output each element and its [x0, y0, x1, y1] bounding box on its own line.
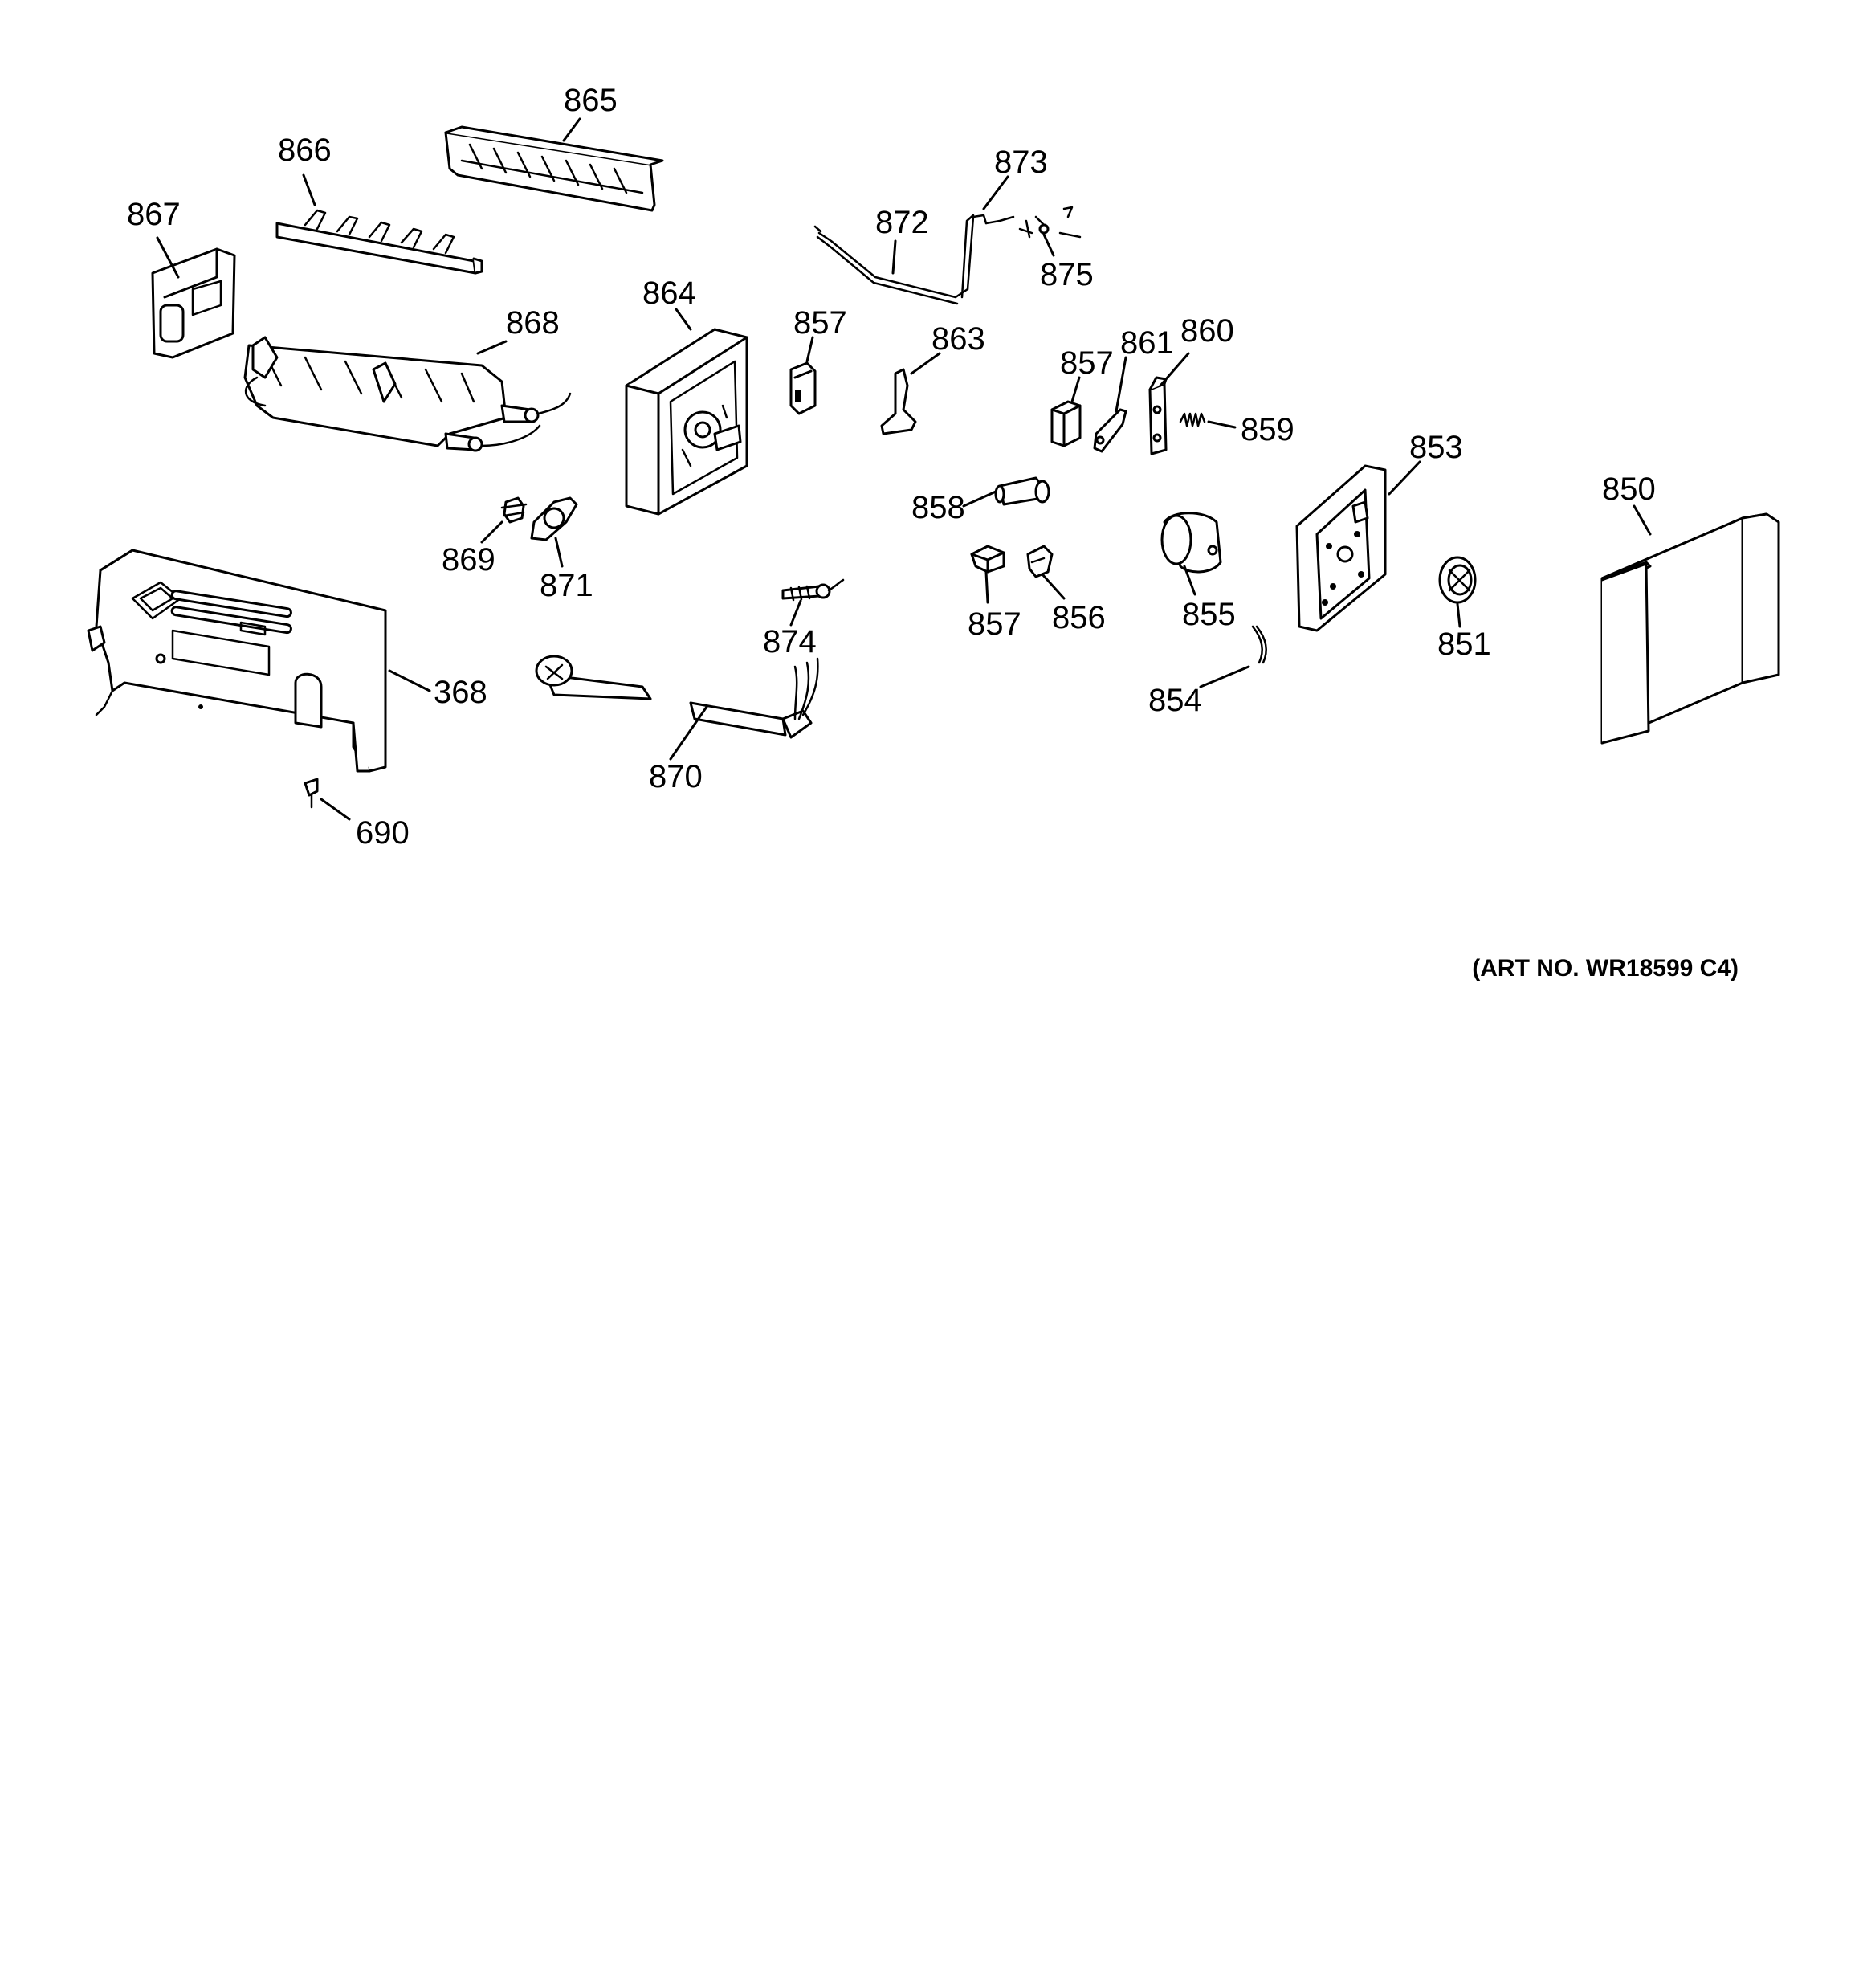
label-869: 869 [442, 542, 495, 578]
label-863: 863 [932, 321, 985, 357]
label-875: 875 [1040, 257, 1094, 292]
label-857a: 857 [793, 305, 847, 341]
label-866: 866 [278, 133, 332, 168]
label-860: 860 [1180, 313, 1234, 349]
part-872-drawing [813, 225, 969, 305]
part-855-drawing [1160, 512, 1222, 574]
label-368: 368 [434, 675, 487, 710]
part-871-drawing [530, 496, 578, 541]
label-851: 851 [1437, 627, 1491, 662]
part-873-drawing [960, 214, 1015, 299]
label-868: 868 [506, 305, 560, 341]
label-857b: 857 [1060, 345, 1114, 381]
part-856-drawing [1026, 545, 1054, 578]
label-855: 855 [1182, 597, 1236, 632]
part-865-drawing [444, 125, 664, 212]
part-850-drawing [1600, 512, 1780, 745]
part-874-drawing [781, 578, 845, 602]
part-857b-drawing [1050, 400, 1082, 447]
part-853-drawing [1295, 464, 1387, 632]
part-860-drawing [1148, 376, 1168, 455]
part-851-drawing [1438, 556, 1477, 604]
part-866-drawing [275, 209, 483, 275]
label-859: 859 [1241, 412, 1294, 447]
label-857c: 857 [968, 606, 1021, 642]
part-868-drawing [243, 336, 572, 452]
art-number: (ART NO. WR18599 C4) [1472, 955, 1739, 982]
label-853: 853 [1409, 430, 1463, 465]
part-labels: 865 866 867 868 864 857 872 873 875 863 … [127, 83, 1656, 851]
part-858-drawing [994, 476, 1050, 506]
label-690: 690 [356, 815, 410, 851]
label-854: 854 [1148, 683, 1202, 718]
label-865: 865 [564, 83, 618, 118]
label-872: 872 [875, 205, 929, 240]
part-859-drawing [1179, 412, 1206, 427]
label-873: 873 [994, 145, 1048, 180]
label-850: 850 [1602, 471, 1656, 507]
part-875-drawing [1018, 206, 1082, 239]
part-861-drawing [1093, 408, 1127, 453]
label-874: 874 [763, 624, 817, 659]
part-854-drawing [1251, 625, 1267, 664]
part-864-drawing [625, 328, 748, 516]
label-871: 871 [540, 568, 593, 603]
label-867: 867 [127, 197, 181, 232]
part-869-drawing [500, 496, 528, 524]
part-867-drawing [151, 247, 236, 359]
leader-lines [156, 117, 1652, 821]
label-864: 864 [642, 276, 696, 311]
label-870: 870 [649, 759, 703, 794]
part-870-drawing [535, 655, 819, 739]
part-857a-drawing [789, 361, 817, 415]
part-690-drawing [304, 778, 319, 809]
label-858: 858 [911, 490, 965, 525]
label-856: 856 [1052, 600, 1106, 635]
part-368-drawing [87, 549, 387, 773]
part-863-drawing [880, 368, 917, 435]
part-857c-drawing [970, 545, 1005, 574]
label-861: 861 [1120, 325, 1174, 361]
